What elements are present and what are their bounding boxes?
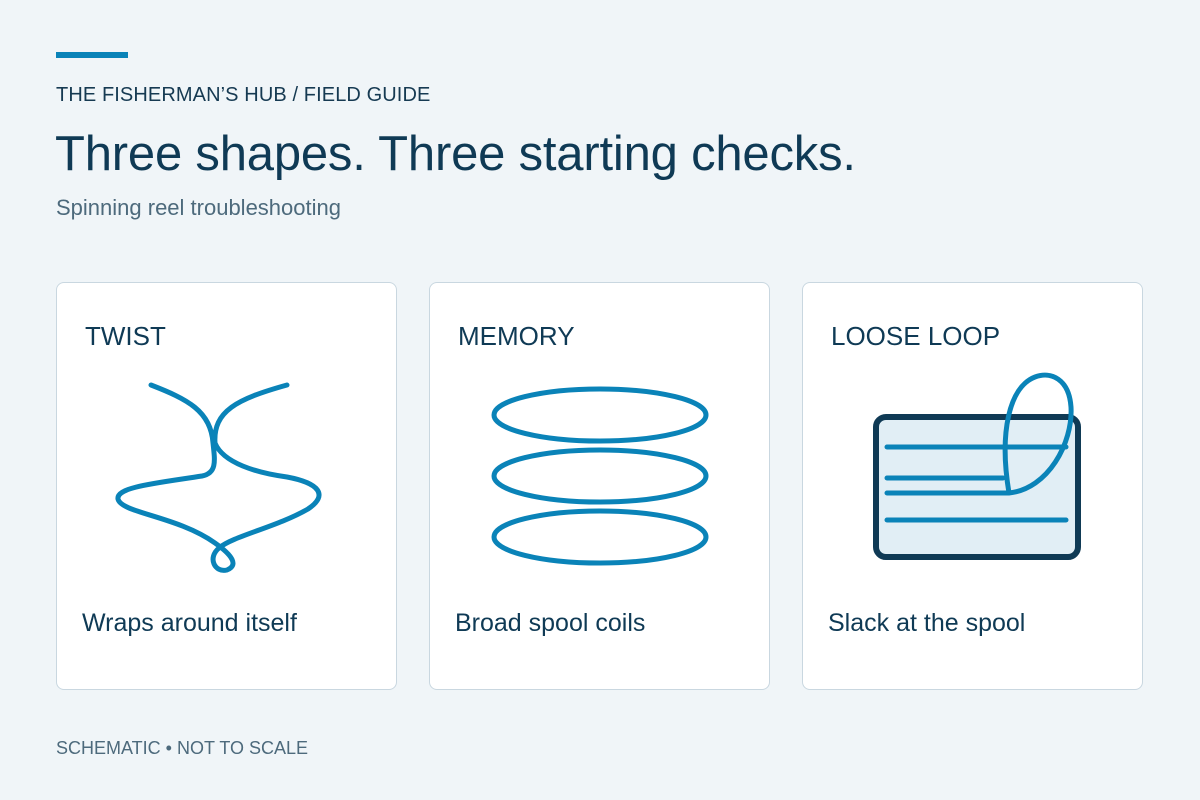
page-subtitle: Spinning reel troubleshooting	[56, 195, 341, 220]
card-loose-loop: LOOSE LOOP Slack at the spool	[802, 282, 1143, 690]
card-memory-caption: Broad spool coils	[455, 609, 646, 637]
twisted-line-icon	[115, 382, 322, 573]
loose-loop-spool-icon	[873, 372, 1081, 560]
page-title: Three shapes. Three starting checks.	[55, 127, 856, 181]
footnote: SCHEMATIC • NOT TO SCALE	[56, 738, 309, 758]
card-twist-label: TWIST	[85, 321, 166, 351]
accent-bar	[56, 52, 128, 58]
card-memory: MEMORY Broad spool coils	[429, 282, 770, 690]
card-loose-loop-caption: Slack at the spool	[828, 609, 1026, 637]
card-twist: TWIST Wraps around itself	[56, 282, 397, 690]
spool-coils-icon	[491, 386, 709, 566]
card-loose-loop-label: LOOSE LOOP	[831, 321, 1001, 351]
card-twist-caption: Wraps around itself	[82, 609, 297, 637]
breadcrumb: THE FISHERMAN’S HUB / FIELD GUIDE	[56, 84, 431, 106]
card-memory-label: MEMORY	[458, 321, 575, 351]
